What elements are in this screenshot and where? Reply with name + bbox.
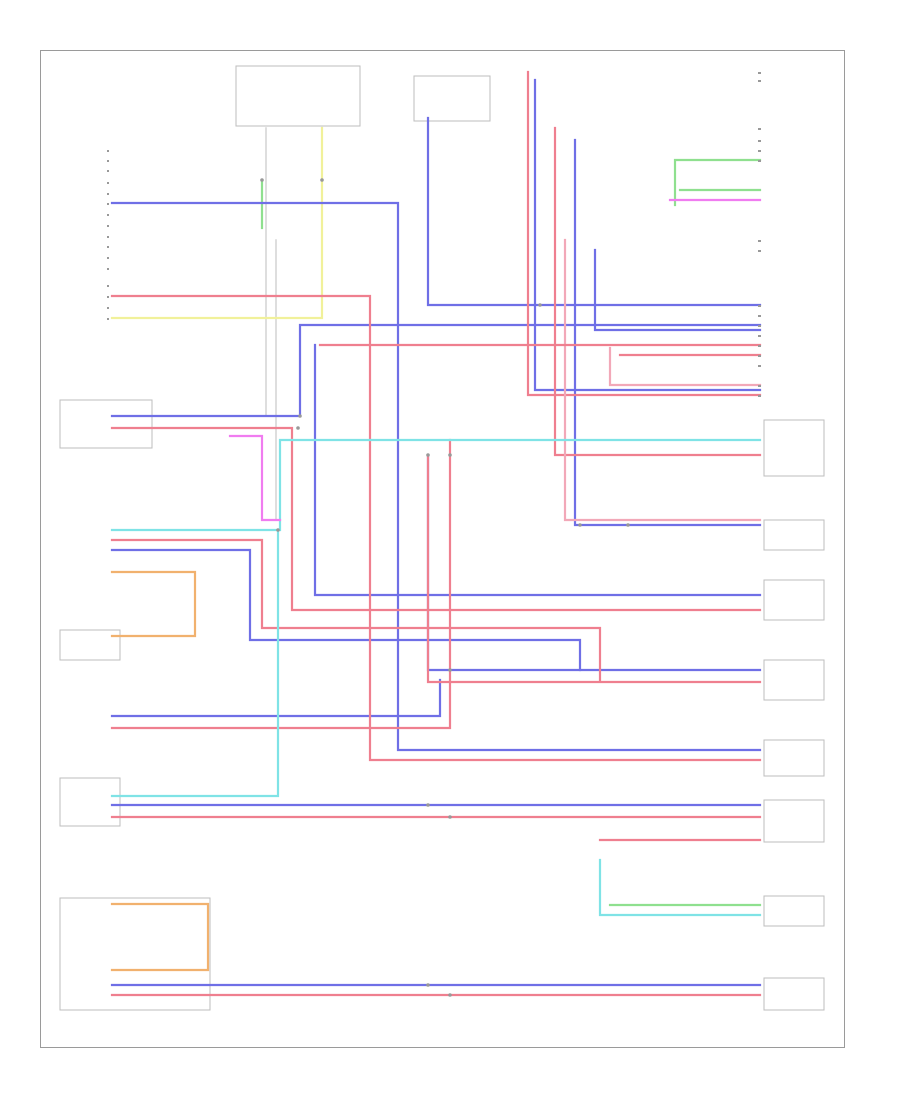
wire-magenta-1: [228, 434, 282, 522]
wire-blue-1: [110, 201, 762, 752]
wire-cyan-3: [598, 858, 762, 917]
wire-blue-12: [593, 248, 762, 332]
wire-blue-6: [313, 343, 762, 597]
right-terminal-ticks: [758, 72, 761, 397]
wire-blue-2: [426, 116, 762, 307]
wire-pink-1: [563, 238, 762, 522]
junction-dots: [260, 178, 630, 997]
diagram-frame: [40, 50, 845, 1048]
connector-block-left-2: [59, 629, 121, 661]
wire-blue-5: [110, 323, 762, 418]
wire-orange-1: [110, 570, 197, 638]
connector-block-right-5: [763, 739, 825, 777]
connector-block-right-3: [763, 579, 825, 621]
connector-block-right-4: [763, 659, 825, 701]
connector-block-right-1: [763, 419, 825, 477]
wire-red-4: [110, 426, 762, 612]
wire-pink-2: [608, 346, 762, 387]
wire-red-7: [110, 438, 452, 730]
wire-red-1: [110, 294, 762, 762]
relay-box-top: [413, 75, 491, 122]
wire-red-3: [553, 126, 762, 457]
left-pin-column: [107, 150, 109, 320]
wire-blue-9: [110, 678, 442, 718]
wire-cyan-1: [110, 438, 762, 532]
connector-block-left-1: [59, 399, 153, 449]
connector-block-right-8: [763, 977, 825, 1011]
wire-red-5: [110, 538, 602, 682]
connector-block-right-2: [763, 519, 825, 551]
wire-blue-7: [426, 453, 762, 672]
connector-block-left-3: [59, 777, 121, 827]
wire-cyan-2: [110, 528, 280, 798]
wire-blue-3: [533, 78, 762, 392]
wire-blue-4: [573, 138, 762, 527]
wire-red-6: [426, 453, 762, 684]
connector-block-right-7: [763, 895, 825, 927]
connector-block-right-6: [763, 799, 825, 843]
connector-block-left-4: [59, 897, 211, 1011]
fuse-block-top: [235, 65, 361, 127]
wire-yellow-1: [110, 126, 324, 320]
wire-orange-2: [110, 902, 210, 972]
wire-red-2: [526, 70, 762, 397]
wire-green-2: [673, 158, 762, 207]
wire-blue-8: [110, 548, 582, 672]
